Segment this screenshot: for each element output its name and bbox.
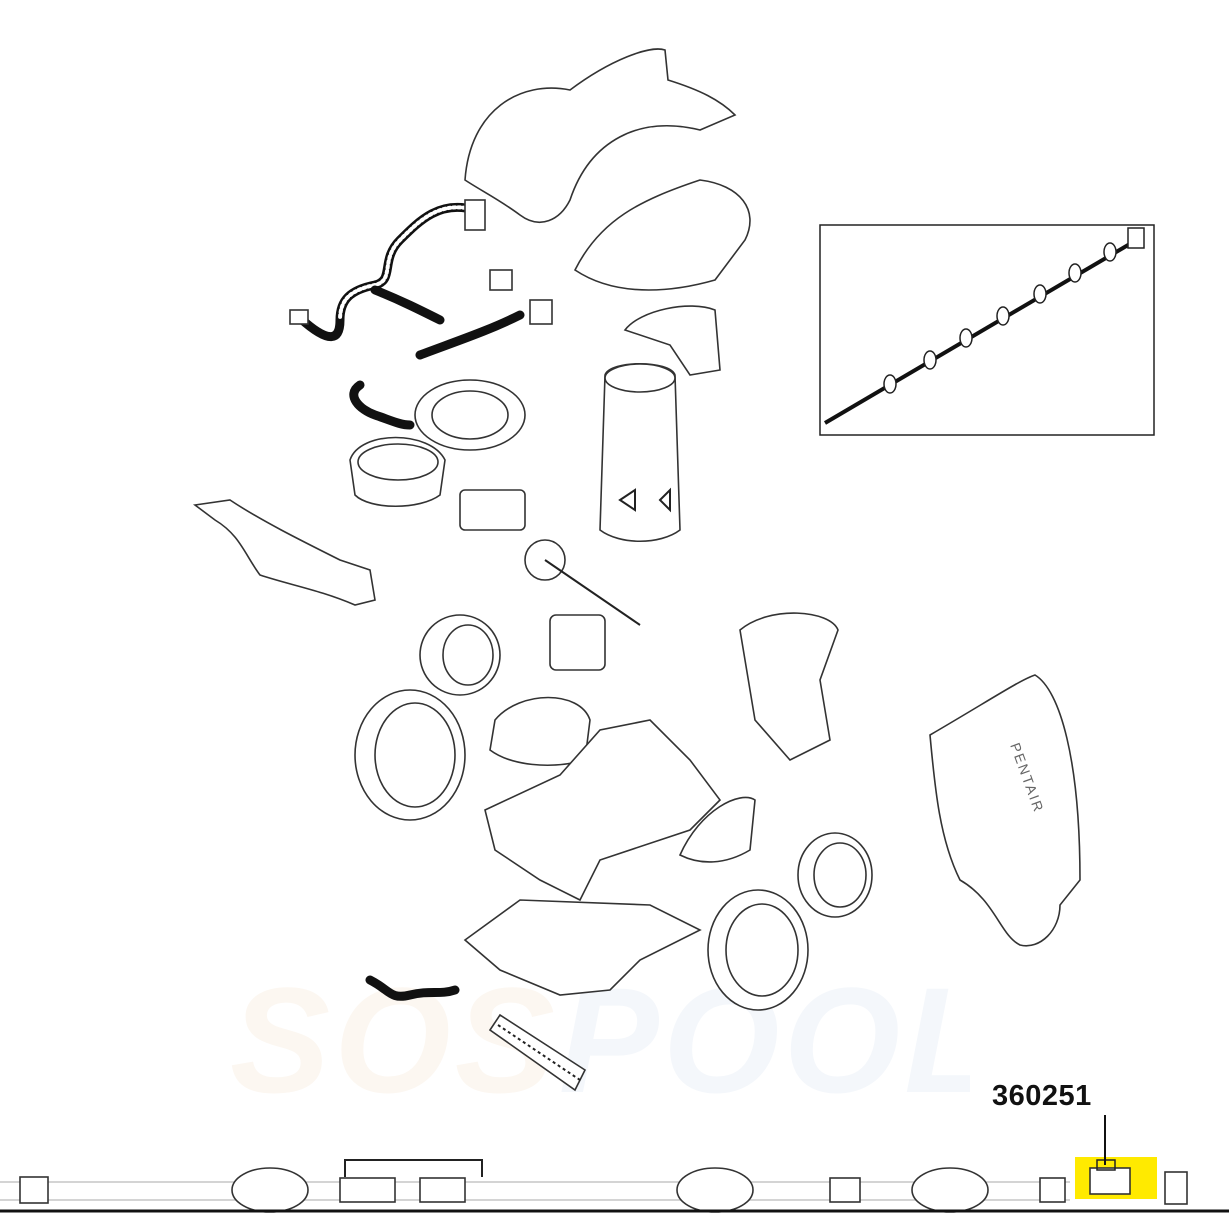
wheels <box>354 614 873 1011</box>
swivel-arm <box>192 499 376 606</box>
debris-bag: PENTAIR <box>929 674 1081 947</box>
highlighted-part-360251[interactable] <box>1075 1115 1157 1199</box>
bottom-hose-assembly <box>0 1159 1188 1213</box>
part-number-label: 360251 <box>992 1080 1092 1112</box>
turbine-housing <box>349 379 526 508</box>
side-cover-right <box>739 612 839 761</box>
side-cover-left <box>489 696 591 766</box>
suction-column <box>599 305 721 543</box>
watermark-sos: SOS <box>230 960 559 1120</box>
drive-shaft <box>459 489 641 671</box>
roller-brush <box>488 1013 587 1092</box>
side-cover-rear <box>678 796 756 863</box>
top-shell <box>464 48 751 291</box>
bottom-plate <box>463 899 702 996</box>
chassis <box>484 719 722 902</box>
under-hose <box>365 975 460 1001</box>
hose-assembly <box>289 199 553 430</box>
inset-hose-box <box>819 224 1155 436</box>
